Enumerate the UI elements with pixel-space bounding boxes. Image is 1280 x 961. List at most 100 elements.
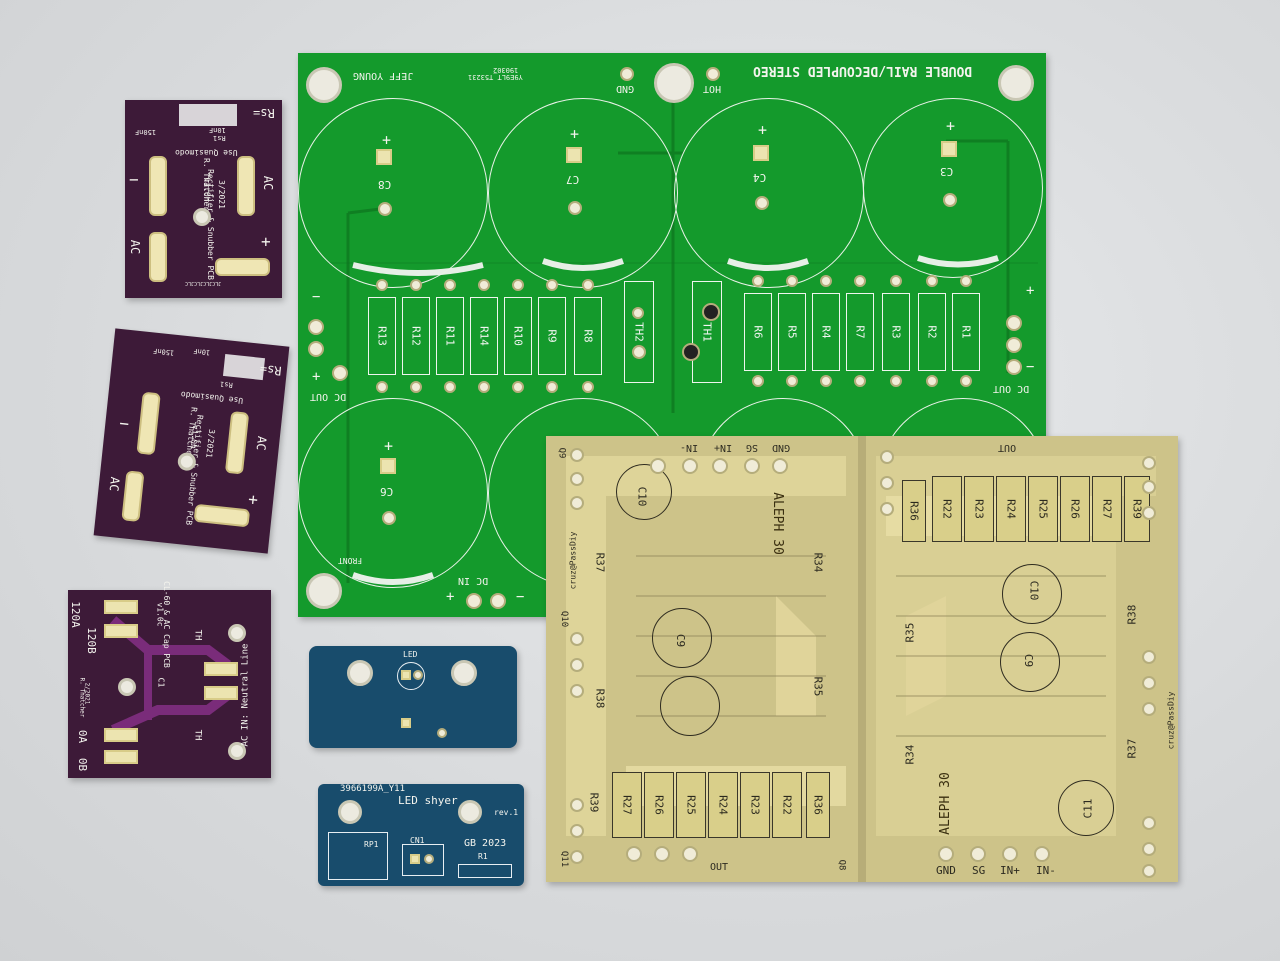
rectifier-board-2: Rs= 10nF 150nF Rs1 Use Quasimodo R. That… (93, 328, 290, 554)
gnd-pad (620, 67, 634, 81)
output-pin (970, 846, 986, 862)
dc-out-label-left: DC OUT (310, 391, 347, 402)
resistor-r25: R25 (1028, 476, 1058, 542)
cap-c10b-outline (660, 676, 720, 736)
board-title: ALEPH 30 (769, 492, 785, 555)
resistor-pad (960, 375, 972, 387)
resistor-pad (582, 381, 594, 393)
pin-gnd: GND (772, 442, 791, 453)
power-supply-board: C8 C7 C4 C3 C6 + + + + + DOUBLE RAIL/DEC… (298, 53, 1048, 617)
resistor-r22: R22 (772, 772, 802, 838)
resistor-pad (512, 381, 524, 393)
out-label: OUT (710, 862, 729, 873)
resistor-pad (926, 275, 938, 287)
thermistor-th2: TH2 (624, 281, 654, 383)
date: 2/2021 (83, 682, 91, 705)
version: v1.0c (155, 602, 165, 627)
resistor-pad (582, 279, 594, 291)
c1-value: 10nF (209, 126, 226, 134)
gnd-label: GND (616, 83, 635, 94)
rectifier-pad (237, 156, 255, 216)
transistor-pad (570, 496, 584, 510)
dc-out-pad (1006, 315, 1022, 331)
a0-label: 0A (76, 729, 90, 744)
resistor-r5: R5 (778, 293, 806, 371)
board-title: Rectifier & Snubber PCB (205, 169, 215, 280)
board-code-2: Y9E9LT_T53231 (468, 73, 523, 81)
ac-label: AC (253, 435, 270, 452)
pin-in-plus: IN+ (714, 442, 733, 453)
cap-c9-outline (652, 608, 712, 668)
out-label: OUT (998, 442, 1017, 453)
resistor-pad (410, 381, 422, 393)
label-r37: R37 (593, 552, 607, 573)
label-r35: R35 (811, 676, 825, 697)
pin-gnd: GND (936, 864, 956, 877)
input-pin (772, 458, 788, 474)
transistor-pad (570, 824, 584, 838)
label-q8: Q8 (836, 859, 847, 871)
label-r35: R35 (903, 622, 917, 643)
plus-sign: + (446, 589, 455, 605)
resistor-r24: R24 (708, 772, 738, 838)
resistor-r27: R27 (1092, 476, 1122, 542)
cn1-label: CN1 (410, 836, 425, 845)
cap-pad-round (378, 202, 392, 216)
input-pin (650, 458, 666, 474)
resistor-r6: R6 (744, 293, 772, 371)
cap-label-c10: C10 (1027, 580, 1041, 601)
resistor-pad (820, 375, 832, 387)
rectifier-pad (121, 470, 145, 522)
ac-label: AC (106, 476, 123, 493)
resistor-pad (376, 279, 388, 291)
cap-plus: + (384, 437, 394, 455)
cap-pad-round (943, 193, 957, 207)
resistor-pad (512, 279, 524, 291)
r1-outline (458, 864, 512, 878)
dc-out-pad (308, 319, 324, 335)
mounting-hole (306, 67, 342, 103)
transistor-pad (570, 684, 584, 698)
resistor-pad (820, 275, 832, 287)
transistor-pad (1142, 480, 1156, 494)
resistor-r23: R23 (740, 772, 770, 838)
b120-label: 120B (84, 627, 98, 654)
pin-in-minus: IN- (1036, 864, 1056, 877)
label-r34: R34 (903, 744, 917, 765)
dc-out-pad (332, 365, 348, 381)
th-label: TH (192, 629, 203, 641)
terminal-pad (104, 600, 138, 614)
cap-pad (566, 147, 582, 163)
cap-c10-outline (616, 464, 672, 520)
capacitor-c3 (863, 98, 1043, 278)
transistor-pad (880, 450, 894, 464)
resistor-pad (376, 381, 388, 393)
transistor-pad (880, 502, 894, 516)
note: Use Quasimodo (180, 389, 244, 406)
mount-hole (193, 208, 211, 226)
transistor-pad (570, 850, 584, 864)
credit: cruz@PassDiy (568, 531, 578, 590)
b0-label: 0B (76, 757, 90, 772)
mount-hole (451, 660, 477, 686)
dc-in-label: DC IN (458, 575, 489, 586)
input-pin (712, 458, 728, 474)
resistor-pad (546, 381, 558, 393)
credit: cruz@PassDiy (1166, 691, 1176, 750)
cn1-outline (402, 844, 444, 876)
label-r38: R38 (1125, 604, 1139, 625)
mount-hole (228, 742, 246, 760)
board-author: JEFF YOUNG (353, 70, 414, 81)
cap-plus: + (570, 125, 580, 143)
resistor-r26: R26 (644, 772, 674, 838)
minus-sign: − (118, 413, 131, 434)
board-title: LED shyer (398, 794, 458, 807)
resistor-pad (854, 375, 866, 387)
rectifier-pad (215, 258, 270, 276)
rectifier-pad (136, 391, 161, 456)
thermistor-th1: TH1 (692, 281, 722, 383)
dc-in-pad (490, 593, 506, 609)
capacitor-c6 (298, 398, 488, 588)
resistor-pad (478, 279, 490, 291)
transistor-pad (570, 448, 584, 462)
